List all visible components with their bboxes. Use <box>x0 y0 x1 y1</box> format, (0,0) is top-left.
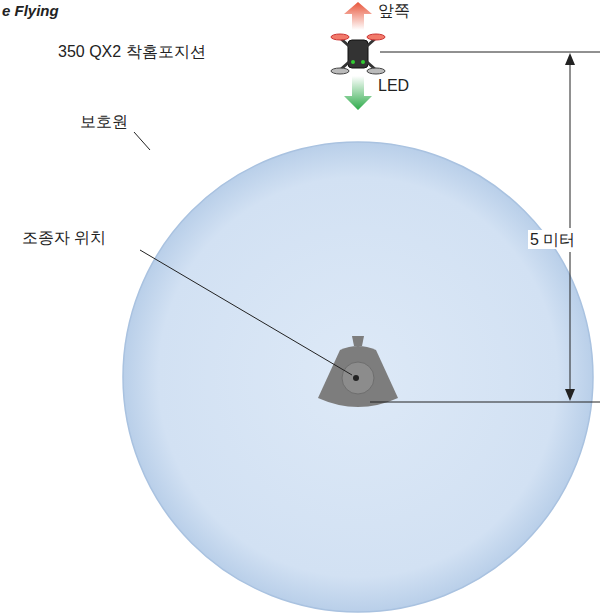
led-arrow <box>344 76 372 110</box>
leader-line <box>134 132 150 150</box>
part-label: 보호원 <box>80 112 128 131</box>
operator-figure <box>318 336 398 407</box>
part-label: 조종자 위치 <box>22 228 106 247</box>
direction-label: LED <box>378 76 409 95</box>
page-heading: e Flying <box>2 2 59 20</box>
dimension-label: 5 미터 <box>528 230 577 249</box>
protection-circle <box>123 142 593 612</box>
direction-label: 앞쪽 <box>378 1 410 20</box>
position-label: 350 QX2 착홈포지션 <box>58 42 206 61</box>
dimension <box>370 52 600 402</box>
front-arrow <box>344 2 372 30</box>
leader-line <box>140 250 352 375</box>
